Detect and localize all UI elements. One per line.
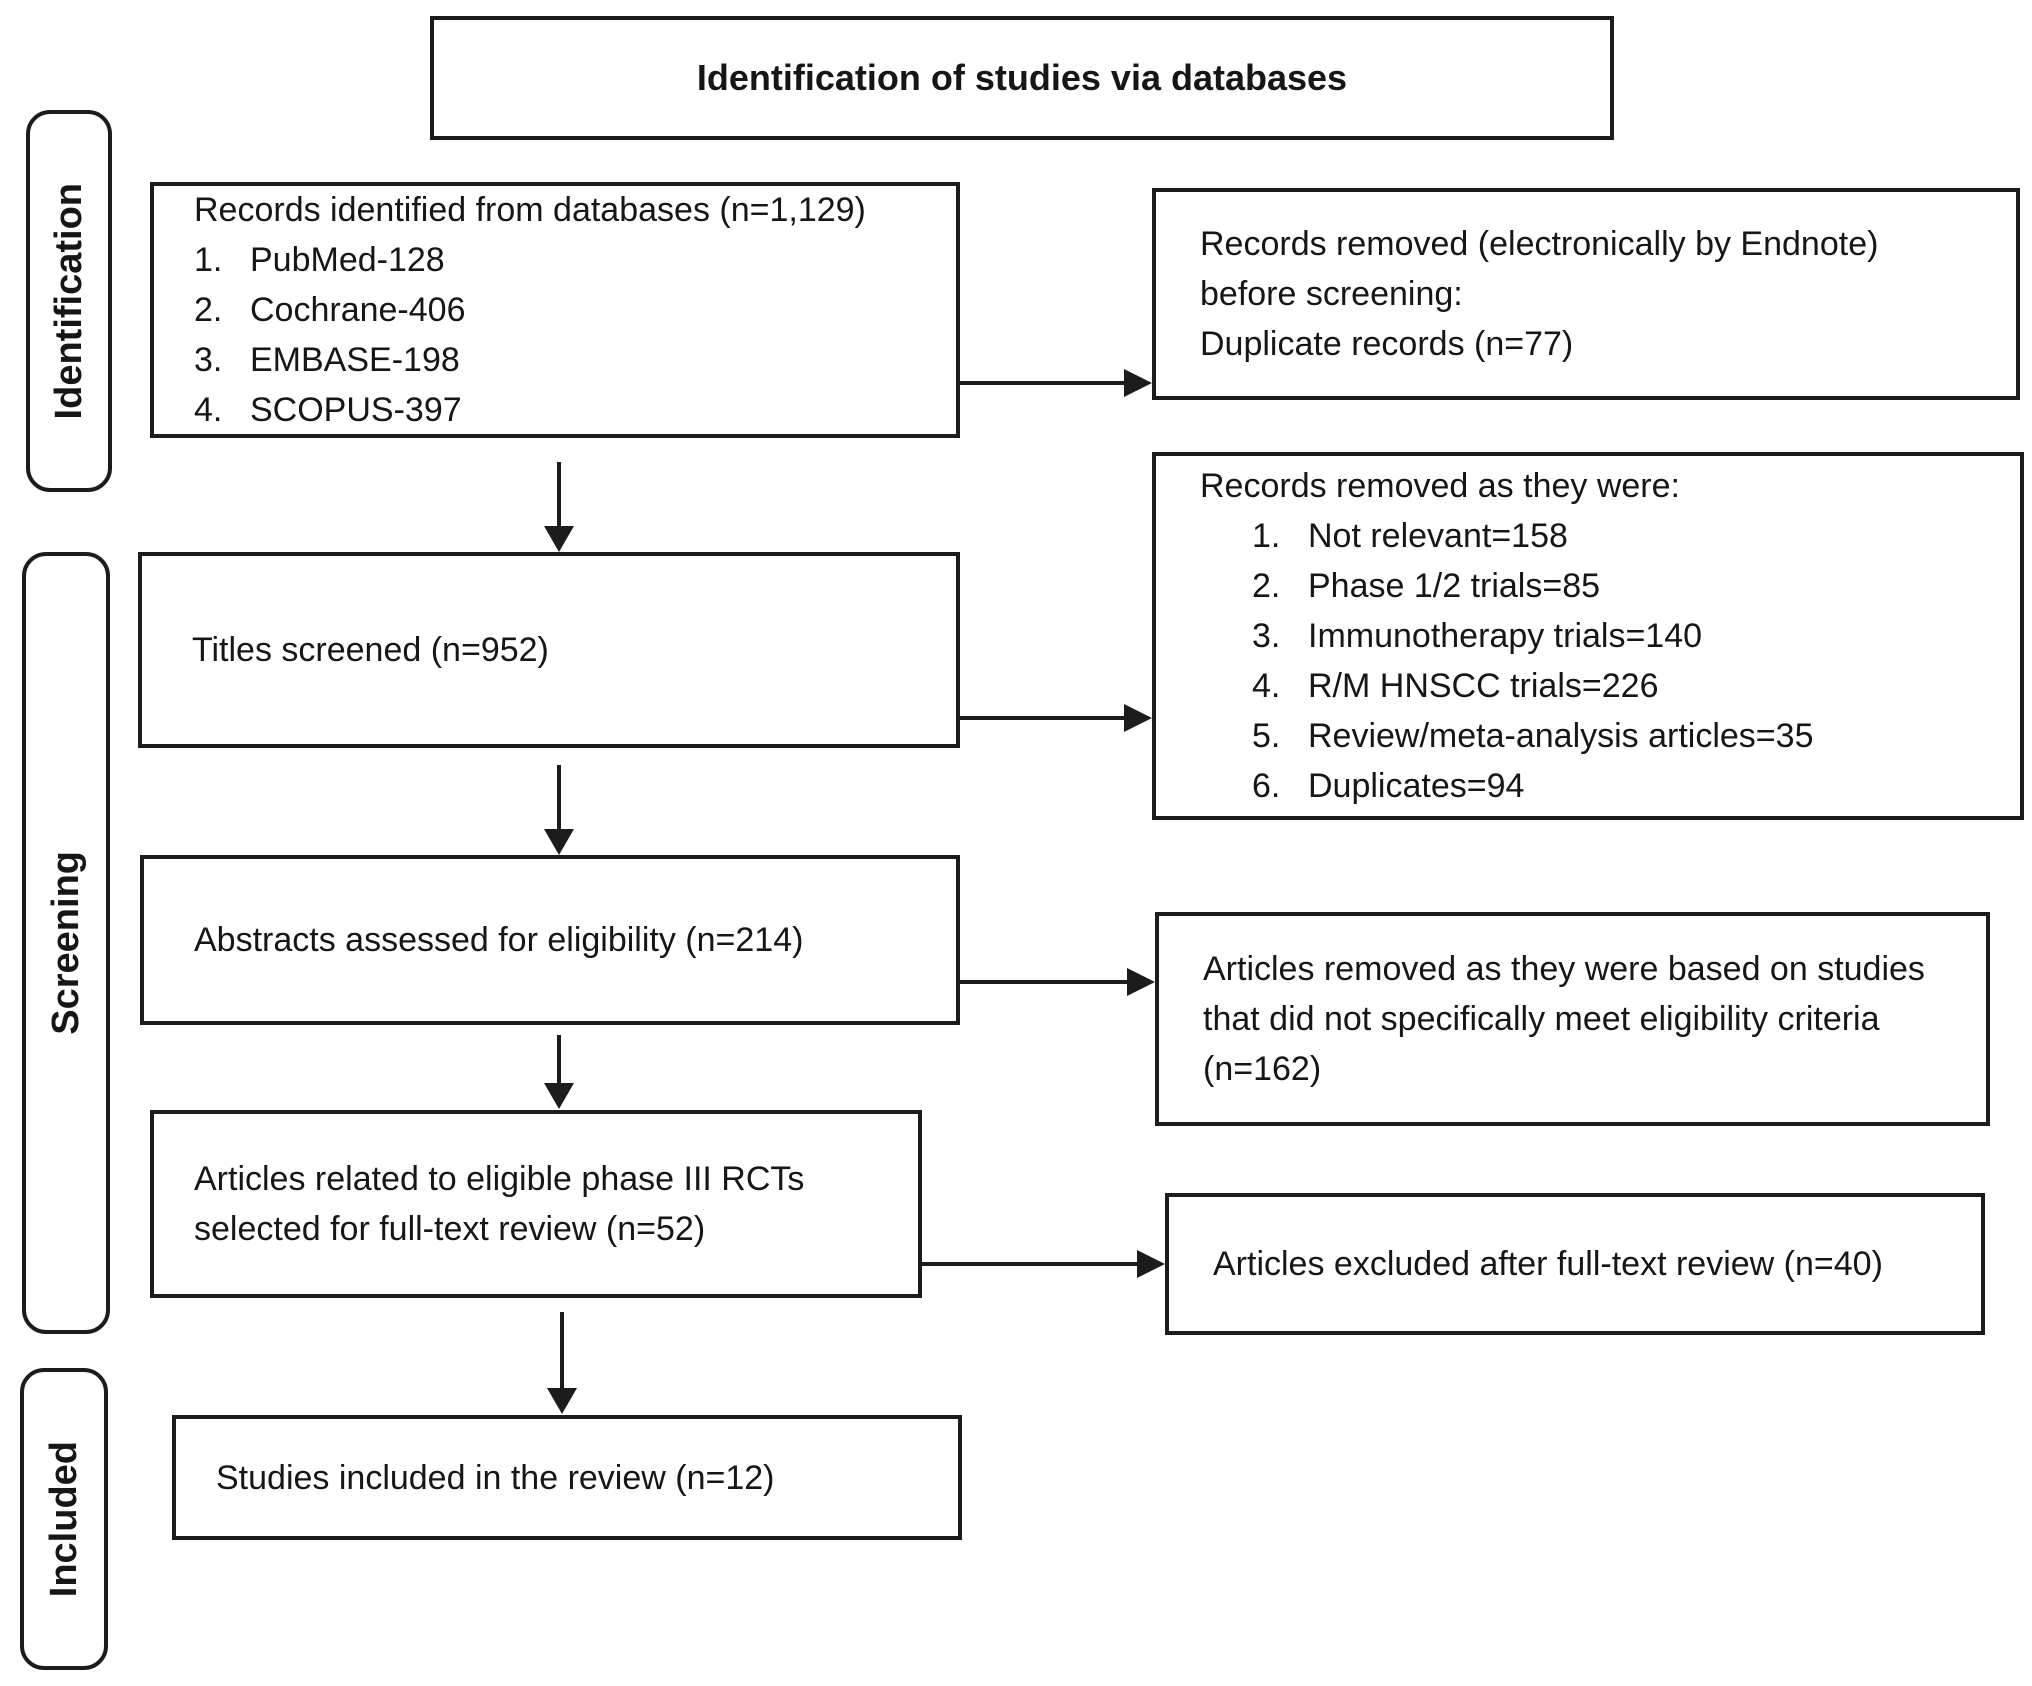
list-item-text: PubMed-128 xyxy=(250,241,445,279)
phase-label-screening-text: Screening xyxy=(45,851,87,1035)
records-identified-heading: Records identified from databases (n=1,1… xyxy=(194,191,866,229)
list-item: 3. EMBASE-198 xyxy=(194,335,956,385)
abstracts-assessed-text: Abstracts assessed for eligibility (n=21… xyxy=(194,921,804,959)
studies-included-text: Studies included in the review (n=12) xyxy=(216,1458,775,1497)
box-fulltext-selected: Articles related to eligible phase III R… xyxy=(150,1110,922,1298)
list-item-number: 6. xyxy=(1252,767,1281,805)
list-item-text: Review/meta-analysis articles=35 xyxy=(1308,717,1814,755)
phase-label-included-text: Included xyxy=(43,1440,85,1598)
list-item-text: EMBASE-198 xyxy=(250,341,460,379)
before-screening-line3: Duplicate records (n=77) xyxy=(1200,325,1574,363)
list-item-number: 3. xyxy=(1252,617,1281,655)
box-articles-excluded-fulltext: Articles excluded after full-text review… xyxy=(1165,1193,1985,1335)
abstracts-removed-line1: Articles removed as they were based on s… xyxy=(1203,950,1925,988)
box-articles-removed-eligibility: Articles removed as they were based on s… xyxy=(1155,912,1990,1126)
box-records-removed-before-screening: Records removed (electronically by Endno… xyxy=(1152,188,2020,400)
fulltext-excluded-text: Articles excluded after full-text review… xyxy=(1213,1245,1883,1283)
before-screening-line1: Records removed (electronically by Endno… xyxy=(1200,225,1879,263)
phase-label-identification-text: Identification xyxy=(48,182,90,420)
list-item-number: 5. xyxy=(1252,717,1281,755)
list-item: 6. Duplicates=94 xyxy=(1200,761,2020,811)
diagram-title: Identification of studies via databases xyxy=(696,57,1348,98)
list-item: 3. Immunotherapy trials=140 xyxy=(1200,611,2020,661)
abstracts-removed-line3: (n=162) xyxy=(1203,1050,1322,1088)
list-item-number: 3. xyxy=(194,341,223,379)
list-item: 4. R/M HNSCC trials=226 xyxy=(1200,661,2020,711)
abstracts-removed-line2: that did not specifically meet eligibili… xyxy=(1203,1000,1880,1038)
list-item-text: Cochrane-406 xyxy=(250,291,466,329)
list-item: 2. Cochrane-406 xyxy=(194,285,956,335)
list-item-text: SCOPUS-397 xyxy=(250,391,462,429)
list-item-text: R/M HNSCC trials=226 xyxy=(1308,667,1659,705)
list-item: 2. Phase 1/2 trials=85 xyxy=(1200,561,2020,611)
list-item-number: 1. xyxy=(194,241,223,279)
list-item: 1. Not relevant=158 xyxy=(1200,511,2020,561)
title-box: Identification of studies via databases xyxy=(430,16,1614,140)
before-screening-line2: before screening: xyxy=(1200,275,1463,313)
phase-label-included: Included xyxy=(20,1368,108,1670)
phase-label-screening: Screening xyxy=(22,552,110,1334)
box-abstracts-assessed: Abstracts assessed for eligibility (n=21… xyxy=(140,855,960,1025)
titles-removed-heading: Records removed as they were: xyxy=(1200,467,1680,505)
list-item: 5. Review/meta-analysis articles=35 xyxy=(1200,711,2020,761)
fulltext-selected-line1: Articles related to eligible phase III R… xyxy=(194,1160,805,1198)
list-item-number: 4. xyxy=(1252,667,1281,705)
box-titles-screened: Titles screened (n=952) xyxy=(138,552,960,748)
box-studies-included: Studies included in the review (n=12) xyxy=(172,1415,962,1540)
list-item-number: 2. xyxy=(194,291,223,329)
list-item-number: 4. xyxy=(194,391,223,429)
list-item-number: 1. xyxy=(1252,517,1281,555)
list-item: 1. PubMed-128 xyxy=(194,235,956,285)
list-item: 4. SCOPUS-397 xyxy=(194,385,956,435)
box-records-identified: Records identified from databases (n=1,1… xyxy=(150,182,960,438)
list-item-text: Immunotherapy trials=140 xyxy=(1308,617,1703,655)
fulltext-selected-line2: selected for full-text review (n=52) xyxy=(194,1210,706,1248)
list-item-text: Duplicates=94 xyxy=(1308,767,1525,805)
list-item-number: 2. xyxy=(1252,567,1281,605)
list-item-text: Not relevant=158 xyxy=(1308,517,1568,555)
titles-screened-text: Titles screened (n=952) xyxy=(192,631,549,669)
box-records-removed-reasons: Records removed as they were: 1. Not rel… xyxy=(1152,452,2024,820)
list-item-text: Phase 1/2 trials=85 xyxy=(1308,567,1601,605)
phase-label-identification: Identification xyxy=(26,110,112,492)
